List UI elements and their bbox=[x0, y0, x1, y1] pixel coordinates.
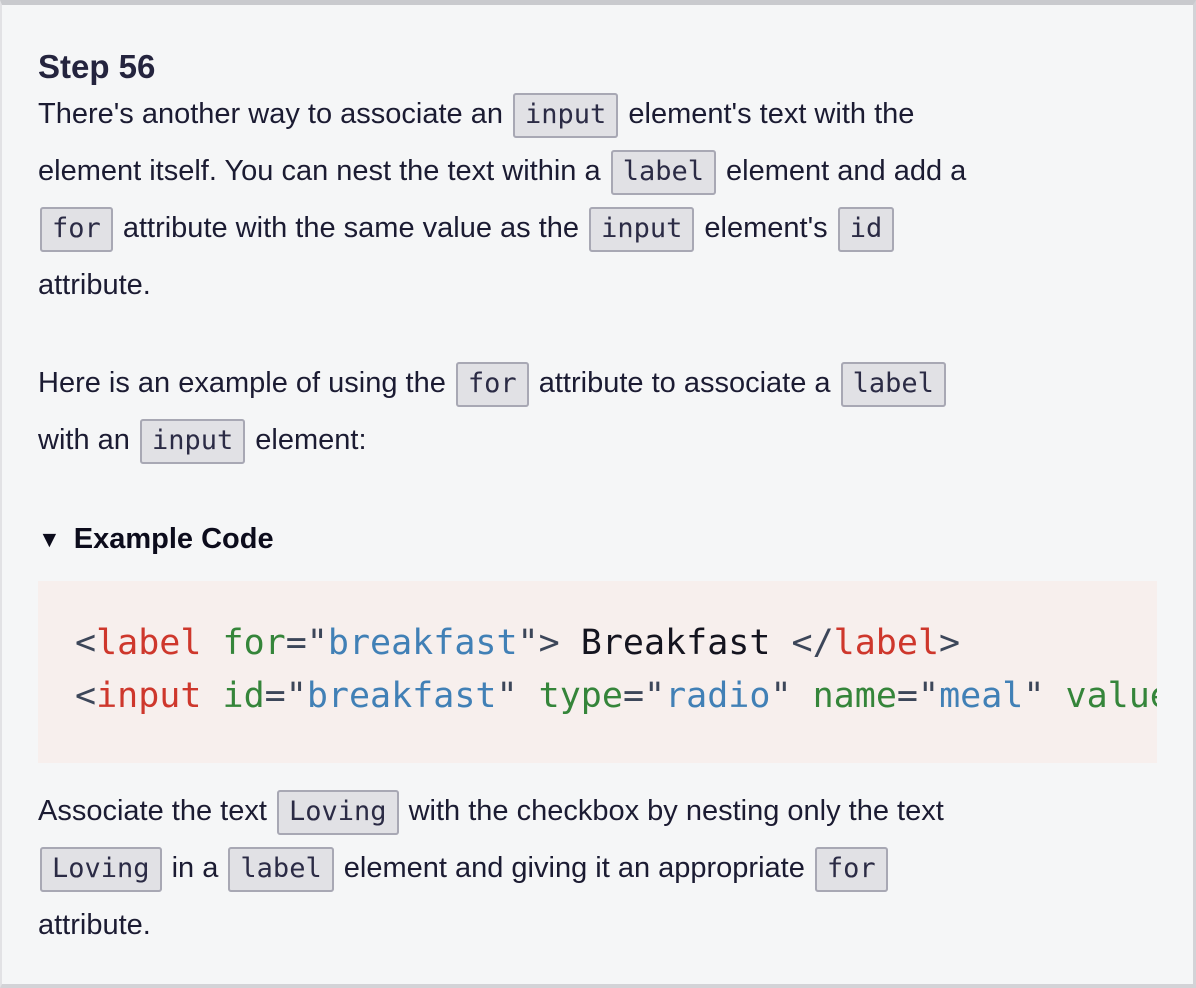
text-line: Associate the text Loving with the check… bbox=[38, 783, 1193, 840]
code-token-plain bbox=[201, 676, 222, 716]
paragraph-text: Here is an example of using the bbox=[38, 367, 454, 399]
text-line: with an input element: bbox=[38, 412, 1193, 469]
code-token-attr: type bbox=[538, 676, 623, 716]
code-token-value: meal bbox=[939, 676, 1024, 716]
inline-code-chip: input bbox=[589, 207, 695, 252]
paragraph-text: attribute to associate a bbox=[530, 367, 839, 399]
caret-down-icon: ▼ bbox=[38, 526, 61, 552]
step-title: Step 56 bbox=[38, 48, 156, 85]
code-token-punct: =" bbox=[896, 676, 940, 716]
code-token-attr: name bbox=[812, 676, 897, 716]
code-line: <label for="breakfast"> Breakfast </labe… bbox=[75, 617, 1157, 670]
inline-code-chip: Loving bbox=[40, 847, 162, 892]
paragraph-text: with the checkbox by nesting only the te… bbox=[400, 795, 944, 827]
paragraph-text: There's another way to associate an bbox=[38, 98, 512, 130]
paragraph-text: attribute. bbox=[38, 909, 151, 941]
code-token-punct: < bbox=[75, 623, 97, 663]
text-line: Here is an example of using the for attr… bbox=[38, 355, 1193, 412]
paragraph-text: element itself. You can nest the text wi… bbox=[38, 155, 609, 187]
text-line: Loving in a label element and giving it … bbox=[38, 840, 1193, 897]
example-code-block[interactable]: <label for="breakfast"> Breakfast </labe… bbox=[38, 581, 1157, 763]
code-token-punct: " bbox=[1023, 676, 1045, 716]
inline-code-chip: for bbox=[814, 847, 888, 892]
code-token-punct: " bbox=[496, 676, 518, 716]
code-token-tag: input bbox=[96, 676, 202, 716]
text-line: for attribute with the same value as the… bbox=[38, 200, 1193, 257]
example-code-details: ▼ Example Code <label for="breakfast"> B… bbox=[38, 517, 1193, 763]
text-line: element itself. You can nest the text wi… bbox=[38, 143, 1193, 200]
code-token-plain bbox=[201, 623, 222, 663]
inline-code-chip: input bbox=[513, 93, 619, 138]
inline-code-chip: input bbox=[139, 419, 246, 464]
paragraph-text: element's bbox=[696, 212, 836, 244]
code-token-punct: =" bbox=[264, 676, 307, 716]
inline-code-chip: label bbox=[840, 362, 946, 407]
description-paragraph-1: There's another way to associate an inpu… bbox=[38, 86, 1193, 314]
text-line: attribute. bbox=[38, 257, 1193, 314]
code-token-punct: =" bbox=[285, 623, 328, 663]
example-code-summary[interactable]: ▼ Example Code bbox=[38, 517, 1193, 561]
code-token-plain: Breakfast bbox=[559, 623, 792, 663]
code-token-punct: =" bbox=[622, 676, 666, 716]
inline-code-chip: for bbox=[455, 362, 529, 407]
inline-code-chip: label bbox=[228, 847, 334, 892]
code-token-attr: value bbox=[1065, 676, 1157, 716]
paragraph-text: in a bbox=[163, 852, 227, 884]
text-line: There's another way to associate an inpu… bbox=[38, 86, 1193, 143]
paragraph-text: attribute with the same value as the bbox=[114, 212, 588, 244]
code-line: <input id="breakfast" type="radio" name=… bbox=[75, 670, 1157, 723]
paragraph-text: Associate the text bbox=[38, 795, 275, 827]
description-paragraph-2: Here is an example of using the for attr… bbox=[38, 355, 1193, 469]
code-token-attr: id bbox=[222, 676, 265, 716]
paragraph-text: element: bbox=[247, 424, 367, 456]
text-line: attribute. bbox=[38, 897, 1193, 954]
paragraph-text: element and giving it an appropriate bbox=[335, 852, 813, 884]
code-token-plain bbox=[1044, 676, 1065, 716]
code-token-punct: > bbox=[939, 623, 961, 663]
code-token-tag: label bbox=[833, 623, 940, 663]
code-token-punct: " bbox=[770, 676, 792, 716]
inline-code-chip: for bbox=[40, 207, 113, 252]
task-paragraph: Associate the text Loving with the check… bbox=[38, 783, 1193, 954]
code-token-value: radio bbox=[665, 676, 771, 716]
code-token-punct: "> bbox=[517, 623, 560, 663]
code-token-plain bbox=[792, 676, 813, 716]
code-token-punct: </ bbox=[791, 623, 834, 663]
code-token-value: breakfast bbox=[306, 676, 497, 716]
code-token-tag: label bbox=[96, 623, 202, 663]
instructions-panel: Step 56 There's another way to associate… bbox=[2, 48, 1193, 954]
paragraph-text: element's text with the bbox=[620, 98, 915, 130]
inline-code-chip: id bbox=[837, 207, 895, 252]
code-token-attr: for bbox=[222, 623, 286, 663]
paragraph-text: with an bbox=[38, 424, 138, 456]
inline-code-chip: label bbox=[610, 150, 716, 195]
paragraph-text: attribute. bbox=[38, 269, 151, 301]
inline-code-chip: Loving bbox=[276, 790, 399, 835]
code-token-punct: < bbox=[75, 676, 97, 716]
example-code-label: Example Code bbox=[73, 523, 274, 555]
paragraph-text: element and add a bbox=[717, 155, 967, 187]
code-token-plain bbox=[518, 676, 539, 716]
code-token-value: breakfast bbox=[327, 623, 518, 663]
